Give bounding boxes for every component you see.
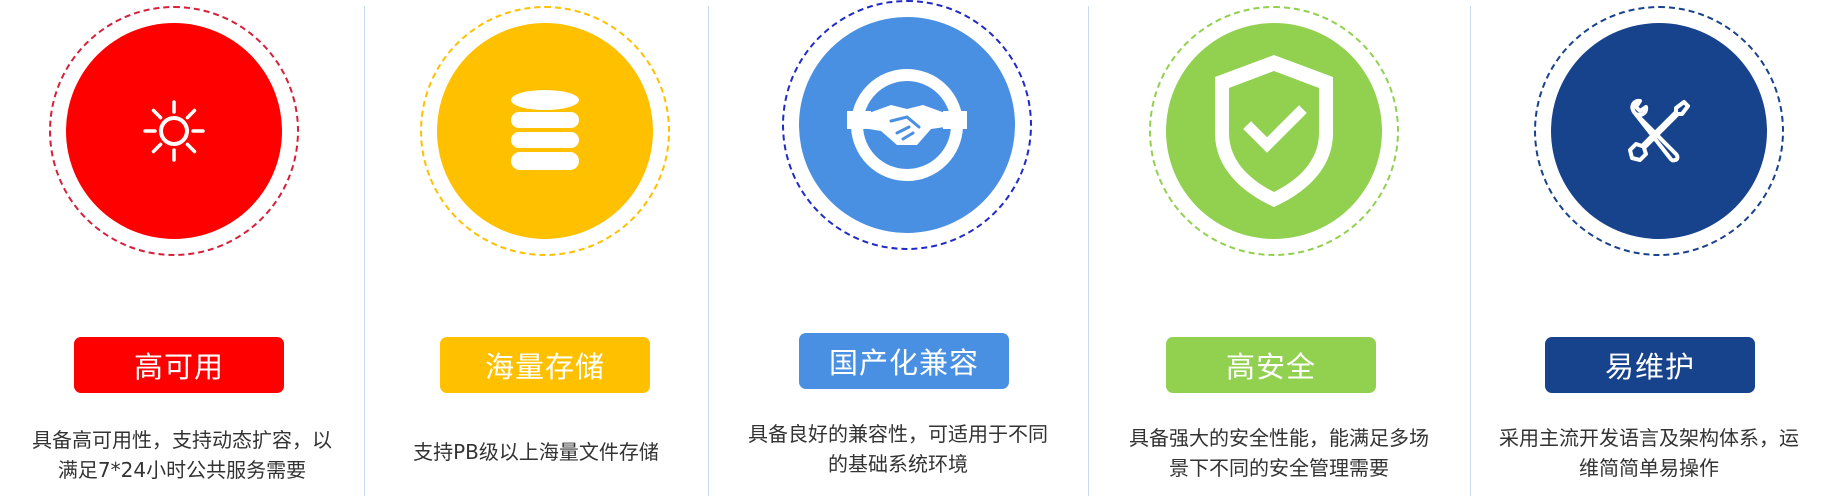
feature-compatibility: 国产化兼容 具备良好的兼容性，可适用于不同 的基础系统环境: [708, 0, 1088, 498]
feature-description: 具备强大的安全性能，能满足多场 景下不同的安全管理需要: [1088, 423, 1470, 483]
description-line: 的基础系统环境: [828, 452, 968, 476]
feature-description: 具备高可用性，支持动态扩容，以 满足7*24小时公共服务需要: [0, 425, 364, 485]
sun-icon: [143, 100, 205, 162]
dashed-ring: [1534, 6, 1784, 256]
icon-disc: [799, 17, 1015, 233]
description-line: 维简简单易操作: [1579, 456, 1719, 480]
icon-disc: [437, 23, 653, 239]
feature-description: 采用主流开发语言及架构体系，运 维简简单易操作: [1470, 423, 1828, 483]
shield-check-icon: [1215, 55, 1333, 207]
column-divider: [708, 6, 709, 496]
feature-high-availability: 高可用 具备高可用性，支持动态扩容，以 满足7*24小时公共服务需要: [0, 0, 364, 498]
feature-massive-storage: 海量存储 支持PB级以上海量文件存储: [364, 0, 708, 498]
feature-description: 具备良好的兼容性，可适用于不同 的基础系统环境: [708, 419, 1088, 479]
feature-description: 支持PB级以上海量文件存储: [364, 437, 708, 467]
icon-disc: [66, 23, 282, 239]
dashed-ring: [1149, 6, 1399, 256]
database-icon: [511, 90, 579, 170]
dashed-ring: [782, 0, 1032, 250]
feature-title: 易维护: [1545, 337, 1755, 393]
feature-title: 高可用: [74, 337, 284, 393]
description-line: 满足7*24小时公共服务需要: [57, 458, 307, 482]
feature-title: 海量存储: [440, 337, 650, 393]
dashed-ring: [49, 6, 299, 256]
feature-easy-maintenance: 易维护 采用主流开发语言及架构体系，运 维简简单易操作: [1470, 0, 1828, 498]
feature-title: 高安全: [1166, 337, 1376, 393]
handshake-icon: [847, 69, 967, 181]
column-divider: [1470, 6, 1471, 496]
feature-high-security: 高安全 具备强大的安全性能，能满足多场 景下不同的安全管理需要: [1088, 0, 1470, 498]
description-line: 采用主流开发语言及架构体系，运: [1499, 426, 1799, 450]
description-line: 具备良好的兼容性，可适用于不同: [748, 422, 1048, 446]
description-line: 具备强大的安全性能，能满足多场: [1129, 426, 1429, 450]
icon-disc: [1166, 23, 1382, 239]
dashed-ring: [420, 6, 670, 256]
description-line: 支持PB级以上海量文件存储: [413, 440, 659, 464]
tools-icon: [1628, 98, 1690, 163]
column-divider: [364, 6, 365, 496]
feature-title: 国产化兼容: [799, 333, 1009, 389]
icon-disc: [1551, 23, 1767, 239]
description-line: 具备高可用性，支持动态扩容，以: [32, 428, 332, 452]
description-line: 景下不同的安全管理需要: [1169, 456, 1389, 480]
column-divider: [1088, 6, 1089, 496]
